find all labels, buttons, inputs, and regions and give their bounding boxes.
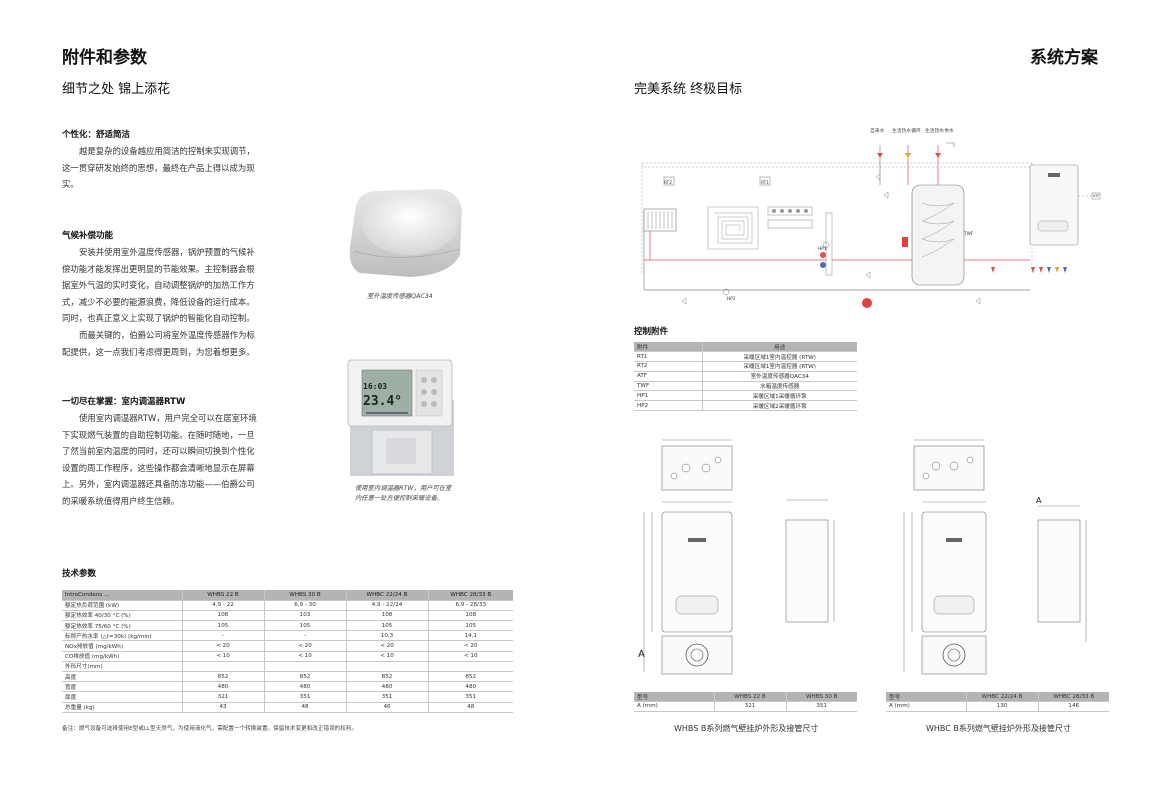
outdoor-sensor-photo bbox=[340, 185, 465, 280]
dimension-header-row: 型号 WHBS 22 B WHBS 30 B bbox=[634, 692, 857, 703]
diagram-tag-twf: TWF bbox=[964, 232, 974, 237]
section-heading: 一切尽在掌握：室内调温器RTW bbox=[62, 397, 186, 407]
right-page-subtitle: 完美系统 终极目标 bbox=[634, 82, 743, 97]
section-heading: 个性化：舒适简洁 bbox=[62, 130, 131, 140]
whbc-dimension-caption: WHBC B系列燃气壁挂炉外形及接管尺寸 bbox=[926, 724, 1071, 733]
section-body: 使用室内调温器RTW，用户完全可以在居室环境 下实现燃气装置的自助控制功能。在随… bbox=[62, 413, 257, 506]
diagram-tag-atf: ATF bbox=[1093, 194, 1100, 198]
whbs-dimension-caption: WHBS B系列燃气壁挂炉外形及接管尺寸 bbox=[674, 724, 819, 733]
thermostat-screen-temp: 23.4° bbox=[363, 394, 403, 409]
diagram-label-dhw-circulation: 生活热水循环 bbox=[892, 129, 921, 134]
table-row: NOx排放值 (mg/kWh)< 20< 20< 20< 20 bbox=[62, 640, 513, 652]
whbs-dimension-table: 型号 WHBS 22 B WHBS 30 B A (mm) 321 351 bbox=[634, 692, 857, 712]
diagram-tag-rt2: RT2 bbox=[664, 181, 673, 186]
section-climate-compensation: 气候补偿功能 安装并使用室外温度传感器，锅炉预置的气候补 偿功能才能发挥出更明显… bbox=[62, 229, 292, 360]
dimension-header-row: 型号 WHBC 22/24 B WHBC 28/33 B bbox=[886, 692, 1109, 703]
diagram-label-cold-water: 自来水 bbox=[870, 129, 885, 134]
section-room-thermostat: 一切尽在掌握：室内调温器RTW 使用室内调温器RTW，用户完全可以在居室环境 下… bbox=[62, 395, 292, 510]
whbc-dimension-drawing bbox=[886, 436, 1096, 686]
left-page-title: 附件和参数 bbox=[62, 48, 147, 68]
outdoor-sensor-caption: 室外温度传感器QAC34 bbox=[367, 293, 433, 300]
whbs-dimension-a-label: A bbox=[638, 649, 645, 660]
room-thermostat-caption: 使用室内调温器RTW，用户可在室 内任意一处方便控制采暖设备。 bbox=[355, 485, 452, 502]
section-body: 安装并使用室外温度传感器，锅炉预置的气候补 偿功能才能发挥出更明显的节能效果。主… bbox=[62, 247, 255, 357]
spec-header-row: IntroCondens ... WHBS 22 B WHBS 30 B WHB… bbox=[62, 590, 513, 601]
spec-note: 备注：燃气设备可选择使用E型或LL型天然气，为使用液化气，需配置一个转换装置。保… bbox=[62, 726, 358, 732]
table-row: 外形尺寸(mm) bbox=[62, 661, 513, 673]
spec-heading: 技术参数 bbox=[62, 569, 97, 579]
table-row: A (mm) 130 146 bbox=[886, 701, 1109, 712]
control-header-row: 附件 用途 bbox=[634, 342, 857, 353]
room-thermostat-photo bbox=[346, 358, 458, 478]
right-page-title: 系统方案 bbox=[1030, 48, 1098, 68]
spec-table: IntroCondens ... WHBS 22 B WHBS 30 B WHB… bbox=[62, 590, 513, 713]
section-heading: 气候补偿功能 bbox=[62, 231, 114, 241]
thermostat-screen-time: 16:03 bbox=[363, 382, 388, 391]
left-page-subtitle: 细节之处 锦上添花 bbox=[62, 82, 171, 97]
system-diagram: 自来水 生活热水循环 生活热水供水 RT2 RT1 ATF TWF HP2 HP… bbox=[630, 125, 1110, 325]
section-personalization: 个性化：舒适简洁 越是复杂的设备越应用简洁的控制来实现调节， 这一贯穿研发始终的… bbox=[62, 128, 292, 193]
diagram-label-dhw-supply: 生活热水供水 bbox=[925, 129, 954, 134]
section-body: 越是复杂的设备越应用简洁的控制来实现调节， 这一贯穿研发始终的思想，最终在产品上… bbox=[62, 146, 255, 190]
whbc-dimension-a-label: A bbox=[1036, 496, 1042, 505]
whbc-dimension-table: 型号 WHBC 22/24 B WHBC 28/33 B A (mm) 130 … bbox=[886, 692, 1109, 712]
diagram-tag-rt1: RT1 bbox=[761, 181, 770, 186]
whbs-dimension-drawing bbox=[634, 436, 844, 686]
control-heading: 控制附件 bbox=[634, 327, 669, 337]
diagram-tag-hp2: HP2 bbox=[727, 297, 736, 302]
table-row: CO排放值 (mg/kWh)< 10< 10< 10< 10 bbox=[62, 651, 513, 662]
table-row: A (mm) 321 351 bbox=[634, 701, 857, 712]
diagram-tag-hp1: HP1 bbox=[818, 247, 827, 252]
